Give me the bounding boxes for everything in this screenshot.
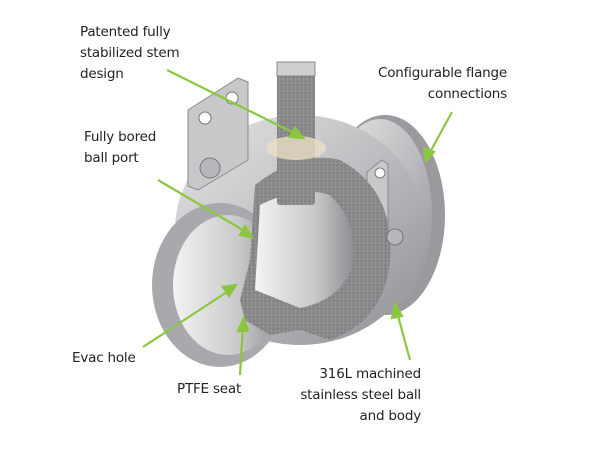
ball-bore xyxy=(255,191,354,308)
callout-arrows xyxy=(142,69,453,376)
arrow-seat xyxy=(238,325,245,376)
label-seat: PTFE seat xyxy=(177,381,242,397)
label-evac: Evac hole xyxy=(72,350,136,366)
arrow-stem xyxy=(166,69,297,135)
label-port: Fully bored ball port xyxy=(84,129,157,166)
label-flange: Configurable flange connections xyxy=(377,65,507,102)
label-stem: Patented fully stabilized stem design xyxy=(80,24,180,82)
bolt xyxy=(199,157,221,179)
arrow-port xyxy=(157,179,249,234)
label-body: 316L machined stainless steel ball and b… xyxy=(300,366,421,424)
bolt xyxy=(386,228,404,246)
arrow-flange xyxy=(428,111,453,155)
arrow-evac xyxy=(142,289,231,348)
arrow-body xyxy=(395,311,412,361)
